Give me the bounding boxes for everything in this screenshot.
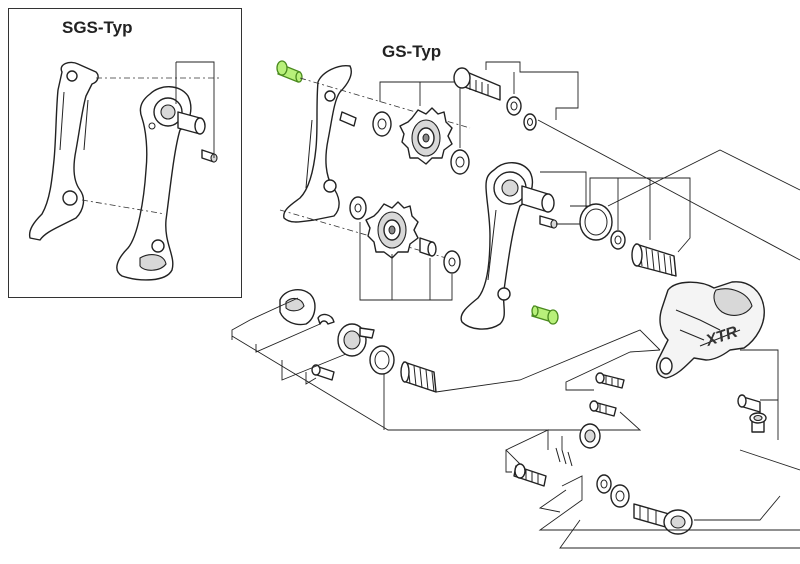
mounting-leader (538, 475, 800, 531)
mounting-bolt (749, 412, 767, 433)
body-leader (740, 349, 779, 440)
pivot-seal-ring (579, 203, 613, 241)
lower-pulley-leader (359, 222, 453, 301)
upper-pulley-outer-washer (450, 149, 470, 175)
sgs-stopper-screw (201, 149, 218, 163)
left-group-leader (305, 372, 317, 385)
pulley-cage-bolt-upper (276, 60, 303, 83)
left-group-leader (255, 323, 321, 353)
sgs-type-inset-frame (8, 8, 242, 298)
limit-screw-leader (565, 351, 631, 391)
sgs-leader-line (176, 61, 215, 158)
cable-adjuster-barrel (579, 423, 601, 449)
lower-pulley-washer (349, 196, 367, 220)
cage-stopper-screw (539, 215, 558, 229)
body-spring (400, 361, 437, 393)
adjuster-leader (505, 429, 549, 465)
upper-pulley-washer (372, 111, 392, 137)
left-group-leader (435, 329, 661, 393)
pulley-cage-bolt-lower (531, 305, 559, 325)
gs-axis-line (299, 77, 471, 129)
body-pivot-bolt (737, 394, 761, 413)
b-tension-leader (485, 61, 579, 120)
sgs-cage-pivot-bushing (177, 111, 206, 135)
gs-type-label: GS-Typ (382, 42, 442, 61)
lower-idler-pulley (365, 201, 419, 259)
mounting-leader (559, 519, 800, 549)
derailleur-main-body: XTR (655, 281, 765, 379)
left-group-leader (231, 335, 642, 431)
lower-pulley-outer-washer (443, 250, 461, 274)
tension-plate (279, 289, 316, 326)
main-mounting-bolt (633, 503, 693, 535)
assembly-leader (739, 449, 800, 471)
mounting-washer-2 (610, 484, 630, 508)
sgs-outer-cage-plate (28, 61, 99, 241)
spring-seal (369, 345, 395, 375)
tension-adjust-cam (337, 323, 375, 357)
assembly-leader (607, 149, 800, 207)
spring-leader (570, 177, 691, 253)
cable-adjuster-spring (555, 447, 573, 467)
sgs-axis-line (81, 199, 166, 215)
left-group-leader (281, 353, 347, 381)
cable-adjuster-bolt (513, 463, 547, 487)
sgs-type-label: SGS-Typ (62, 18, 133, 37)
b-tension-washer-1 (506, 96, 522, 116)
gs-inner-cage-plate (460, 162, 534, 330)
adjuster-leader (505, 450, 512, 473)
cage-leader (540, 171, 587, 225)
limit-screw-leader (629, 349, 661, 353)
pivot-washer (610, 230, 626, 250)
e-ring-clip (317, 313, 335, 325)
lower-pulley-bushing (419, 237, 437, 257)
limit-screw-low (589, 400, 617, 417)
gs-outer-cage-plate (283, 65, 357, 223)
cage-pivot-bushing (521, 185, 555, 213)
upper-jockey-pulley (399, 107, 453, 165)
limit-screw-high (595, 372, 625, 389)
mounting-leader (694, 495, 781, 521)
mounting-leader (538, 489, 567, 513)
mounting-washer-1 (596, 474, 612, 494)
tension-screw (311, 364, 335, 381)
assembly-leader (537, 119, 800, 261)
b-tension-bolt (453, 67, 501, 101)
cage-return-spring (631, 243, 677, 277)
b-tension-washer-2 (523, 113, 537, 131)
left-group-leader (231, 297, 299, 340)
